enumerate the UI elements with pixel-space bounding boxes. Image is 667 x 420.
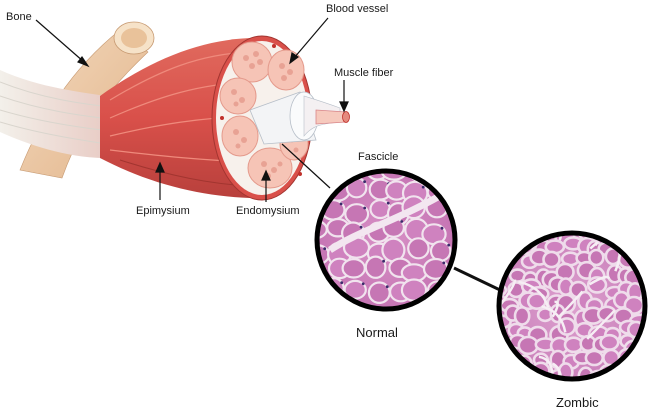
zombic-histology bbox=[496, 230, 648, 382]
connector-normal-zombic bbox=[453, 266, 501, 292]
label-normal: Normal bbox=[356, 325, 398, 340]
label-fascicle: Fascicle bbox=[358, 151, 399, 163]
normal-histology bbox=[314, 168, 458, 312]
label-endomysium: Endomysium bbox=[236, 205, 300, 217]
label-blood-vessel: Blood vessel bbox=[326, 3, 389, 15]
arrow-bone bbox=[77, 55, 90, 68]
arrow-epimysium bbox=[155, 161, 165, 173]
arrow-endomysium bbox=[261, 169, 271, 181]
leader-lines bbox=[35, 17, 501, 292]
leader-fascicle-zoom bbox=[281, 143, 331, 189]
leader-blood-vessel bbox=[293, 17, 329, 59]
arrow-muscle-fiber bbox=[339, 101, 349, 113]
leader-bone bbox=[35, 19, 85, 63]
label-muscle-fiber: Muscle fiber bbox=[334, 67, 394, 79]
arrow-blood-vessel bbox=[289, 52, 300, 65]
label-bone: Bone bbox=[6, 11, 32, 23]
label-zombic: Zombic bbox=[556, 395, 599, 410]
label-epimysium: Epimysium bbox=[136, 205, 190, 217]
fascicle-extract bbox=[249, 91, 350, 145]
